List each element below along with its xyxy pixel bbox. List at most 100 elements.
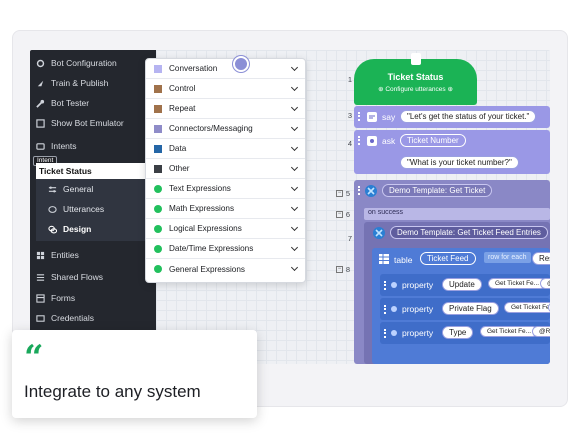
table-label: table (394, 255, 413, 265)
drag-handle[interactable] (358, 186, 360, 195)
sidebar-item-bot-configuration[interactable]: Bot Configuration (30, 53, 156, 73)
template-block-inner[interactable]: Demo Template: Get Ticket Feed Entries t… (364, 222, 550, 364)
table-variable[interactable]: Ticket Feed (420, 252, 476, 265)
collapse-toggle[interactable]: − (336, 190, 343, 197)
property-name[interactable]: Type (442, 326, 474, 339)
intent-start-title: Ticket Status (387, 72, 444, 82)
ask-block[interactable]: ask Ticket Number "What is your ticket n… (354, 130, 550, 174)
chevron-down-icon (290, 143, 299, 152)
chevron-down-icon (290, 223, 299, 232)
palette-item-conversation[interactable]: Conversation (146, 59, 305, 79)
collapse-toggle[interactable]: − (336, 211, 343, 218)
configure-utterances-link[interactable]: ⊕ Configure utterances ⊕ (378, 86, 453, 93)
say-block[interactable]: say "Let's get the status of your ticket… (354, 106, 550, 128)
sidebar-item-label: Entities (51, 250, 79, 260)
sidebar-item-shared-flows[interactable]: Shared Flows (30, 267, 156, 287)
property-row[interactable]: property Private Flag Get Ticket Fe... @… (380, 298, 550, 320)
design-icon (48, 225, 57, 233)
line-number: 3 (347, 111, 352, 120)
square-icon (36, 118, 45, 128)
drag-handle[interactable] (358, 112, 360, 121)
drag-handle[interactable] (384, 305, 386, 314)
sidebar: Bot Configuration Train & Publish Bot Te… (30, 50, 156, 364)
property-source[interactable]: Get Ticket Fe... (504, 302, 550, 313)
palette-item-data[interactable]: Data (146, 139, 305, 159)
sliders-icon (48, 186, 57, 192)
property-name[interactable]: Update (442, 278, 482, 291)
drag-handle[interactable] (384, 329, 386, 338)
row-variable[interactable]: Respon (532, 252, 550, 265)
template-name[interactable]: Demo Template: Get Ticket (382, 184, 493, 197)
intents-icon (36, 142, 45, 150)
palette-item-label: Conversation (169, 64, 218, 73)
entities-icon (36, 251, 45, 259)
toolbox-icon[interactable] (233, 56, 249, 72)
palette-item-general-expressions[interactable]: General Expressions (146, 259, 305, 279)
palette-item-logical-expressions[interactable]: Logical Expressions (146, 219, 305, 239)
palette-item-math-expressions[interactable]: Math Expressions (146, 199, 305, 219)
say-label: say (382, 112, 396, 122)
property-name[interactable]: Private Flag (442, 302, 499, 315)
line-number: 8 (345, 265, 350, 274)
property-target[interactable]: @Respo (540, 278, 550, 289)
chevron-down-icon (290, 123, 299, 132)
say-text[interactable]: "Let's get the status of your ticket." (400, 110, 537, 123)
chevron-down-icon (290, 243, 299, 252)
palette-item-repeat[interactable]: Repeat (146, 99, 305, 119)
sidebar-item-entities[interactable]: Entities (30, 245, 156, 265)
sidebar-item-intents[interactable]: Intents (30, 136, 156, 156)
sidebar-item-show-bot-emulator[interactable]: Show Bot Emulator (30, 113, 156, 133)
property-row[interactable]: property Type Get Ticket Fe... @Respons (380, 322, 550, 344)
palette-item-connectors[interactable]: Connectors/Messaging (146, 119, 305, 139)
sidebar-item-utterances[interactable]: Utterances (36, 199, 156, 219)
ask-variable[interactable]: Ticket Number (400, 134, 466, 147)
property-label: property (402, 280, 434, 290)
line-number: 5 (345, 189, 350, 198)
palette-item-other[interactable]: Other (146, 159, 305, 179)
palette-item-datetime-expressions[interactable]: Date/Time Expressions (146, 239, 305, 259)
palette-item-control[interactable]: Control (146, 79, 305, 99)
palette-item-label: General Expressions (169, 264, 245, 274)
sidebar-item-general[interactable]: General (36, 179, 156, 199)
sidebar-item-design[interactable]: Design (36, 219, 156, 239)
category-swatch (154, 64, 162, 73)
property-target[interactable]: @Respons (532, 326, 550, 337)
say-icon (367, 112, 377, 122)
block-palette: Conversation Control Repeat Connectors/M… (145, 58, 306, 283)
table-icon (379, 254, 389, 264)
palette-item-label: Logical Expressions (169, 224, 242, 233)
property-icon (391, 330, 397, 336)
table-block[interactable]: table Ticket Feed row for each Respon pr… (372, 248, 550, 364)
property-row[interactable]: property Update Get Ticket Fe... @Respo (380, 274, 550, 296)
palette-item-label: Data (169, 144, 187, 153)
category-swatch (154, 244, 162, 253)
sidebar-item-label: Bot Configuration (51, 58, 117, 68)
on-success-label: on success (368, 209, 404, 216)
palette-item-label: Date/Time Expressions (169, 244, 254, 253)
sidebar-item-label: Intents (51, 141, 77, 151)
palette-item-label: Repeat (169, 104, 196, 113)
drag-handle[interactable] (358, 136, 360, 145)
sidebar-item-bot-tester[interactable]: Bot Tester (30, 93, 156, 113)
sidebar-item-forms[interactable]: Forms (30, 288, 156, 308)
collapse-toggle[interactable]: − (336, 266, 343, 273)
property-source[interactable]: Get Ticket Fe... (480, 326, 539, 337)
intent-start-block[interactable]: Ticket Status ⊕ Configure utterances ⊕ (354, 59, 477, 105)
template-name[interactable]: Demo Template: Get Ticket Feed Entries (390, 226, 548, 239)
connector-icon (365, 185, 377, 197)
template-block[interactable]: Demo Template: Get Ticket on success Dem… (354, 180, 550, 364)
start-block-notch (411, 53, 421, 65)
ask-text[interactable]: "What is your ticket number?" (400, 156, 519, 169)
sidebar-item-label: Credentials (51, 313, 94, 323)
drag-handle[interactable] (384, 281, 386, 290)
palette-item-text-expressions[interactable]: Text Expressions (146, 179, 305, 199)
property-source[interactable]: Get Ticket Fe... (488, 278, 547, 289)
key-icon (36, 314, 45, 322)
category-swatch (154, 184, 162, 193)
sidebar-item-train-publish[interactable]: Train & Publish (30, 73, 156, 93)
category-swatch (154, 204, 162, 213)
forms-icon (36, 293, 45, 303)
sidebar-item-label: Show Bot Emulator (51, 118, 124, 128)
on-success-bar: on success (364, 208, 550, 220)
sidebar-item-credentials[interactable]: Credentials (30, 308, 156, 328)
